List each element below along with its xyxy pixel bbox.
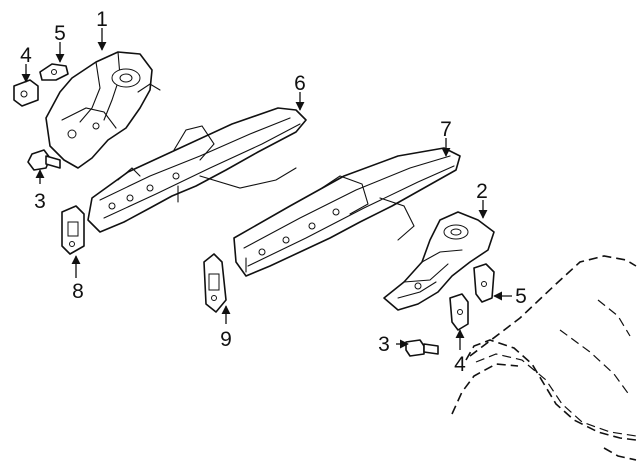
callout-3-left: 3 bbox=[34, 190, 46, 213]
right-apron-part[interactable] bbox=[383, 211, 495, 311]
left-bolt-part[interactable] bbox=[27, 149, 61, 171]
callout-6: 6 bbox=[294, 72, 306, 95]
callout-4-left: 4 bbox=[20, 44, 32, 67]
left-frame-rail-part[interactable] bbox=[87, 107, 307, 233]
callout-4-right: 4 bbox=[454, 353, 466, 376]
right-frame-rail-part[interactable] bbox=[233, 147, 461, 277]
callout-5-right: 5 bbox=[515, 285, 527, 308]
callout-2: 2 bbox=[476, 180, 488, 203]
left-small-bracket-part[interactable] bbox=[13, 79, 39, 107]
callout-7: 7 bbox=[440, 118, 452, 141]
callout-3-right: 3 bbox=[378, 333, 390, 356]
callout-labels: 1 2 3 3 4 4 5 5 6 7 8 9 bbox=[20, 8, 527, 376]
right-bracket-part[interactable] bbox=[473, 263, 495, 303]
right-reinforcement-plate-part[interactable] bbox=[203, 253, 227, 313]
callout-9: 9 bbox=[220, 328, 232, 351]
leader-lines bbox=[21, 28, 512, 350]
callout-5-left: 5 bbox=[54, 22, 66, 45]
left-apron-part[interactable] bbox=[45, 51, 161, 169]
left-reinforcement-plate-part[interactable] bbox=[61, 205, 85, 255]
callout-8: 8 bbox=[72, 280, 84, 303]
right-small-bracket-part[interactable] bbox=[449, 293, 469, 331]
callout-1: 1 bbox=[96, 8, 108, 31]
right-bolt-part[interactable] bbox=[405, 339, 439, 357]
left-clip-part[interactable] bbox=[39, 63, 69, 81]
fender-outline bbox=[451, 255, 637, 461]
